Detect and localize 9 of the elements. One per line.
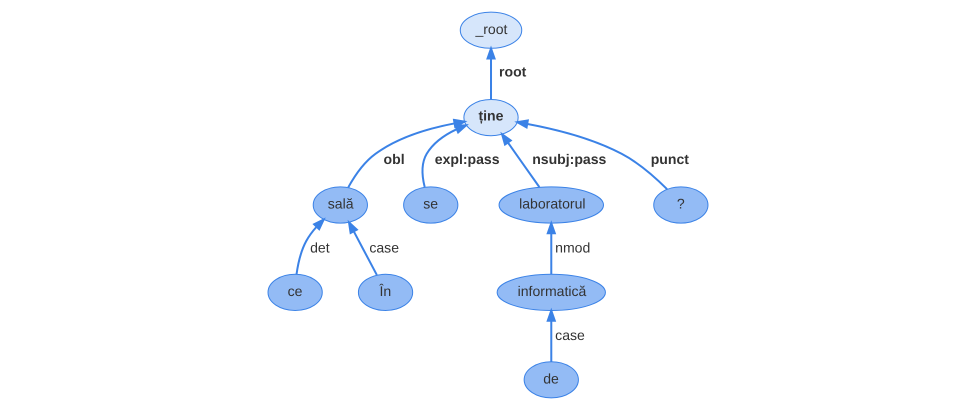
edge-label: expl:pass [434, 151, 500, 168]
edge-label: case [369, 239, 400, 256]
edge-label: root [499, 64, 526, 80]
edge-label: det [310, 239, 330, 256]
edge-label: nmod [555, 239, 590, 256]
edge-label: case [555, 326, 585, 343]
edge-label: nsubj:pass [532, 151, 606, 168]
edge-label: punct [650, 151, 689, 168]
edge-label: obl [384, 151, 405, 168]
